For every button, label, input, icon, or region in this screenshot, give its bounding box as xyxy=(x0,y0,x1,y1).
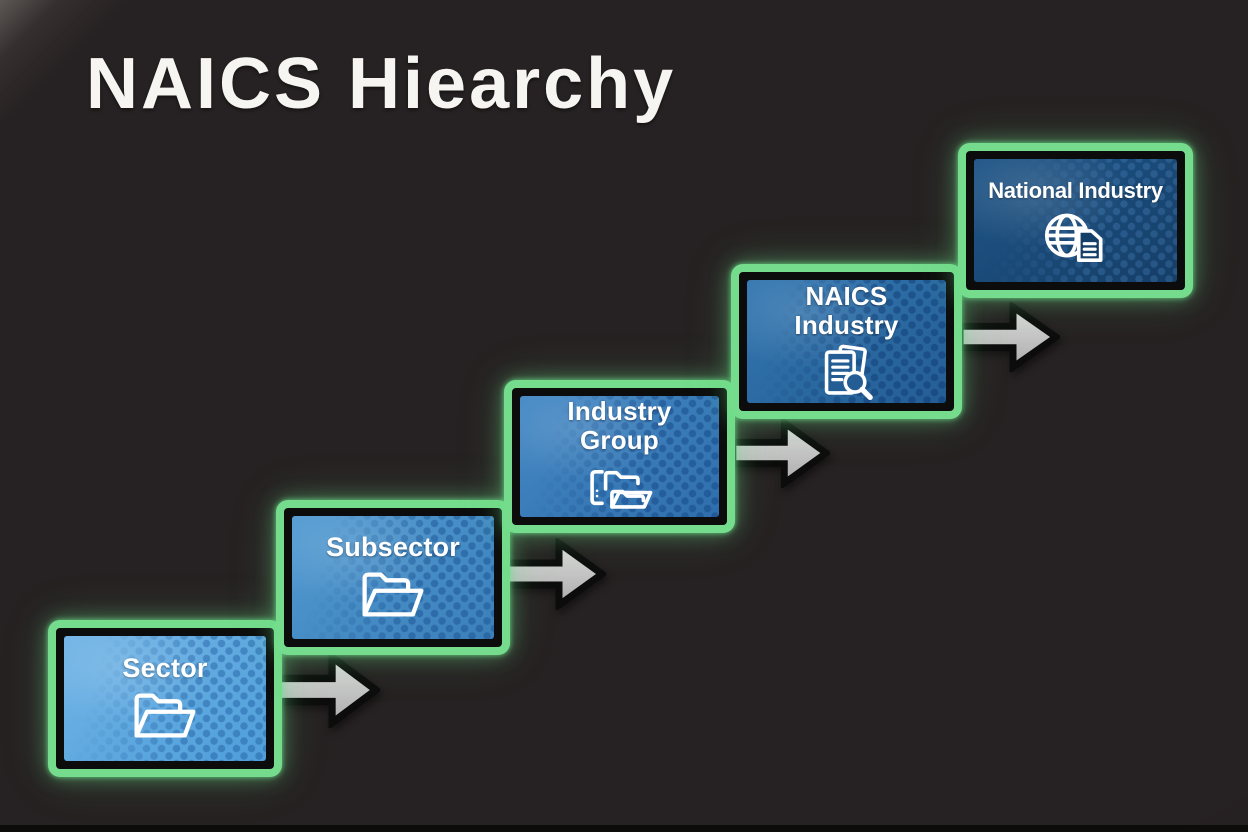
node-sector: Sector xyxy=(48,620,282,777)
node-label: NAICS Industry xyxy=(794,280,899,340)
folders-stack-icon xyxy=(584,460,656,516)
arrow-right-icon xyxy=(956,302,1060,372)
node-surface: Subsector xyxy=(292,516,494,639)
node-surface: Industry Group xyxy=(520,396,719,517)
node-label: Sector xyxy=(122,652,208,683)
node-naics-industry: NAICS Industry xyxy=(731,264,962,419)
arrow-right-icon xyxy=(502,538,606,610)
node-subsector: Subsector xyxy=(276,500,510,655)
node-surface: Sector xyxy=(64,636,266,761)
page-title: NAICS Hiearchy xyxy=(86,44,677,124)
arrow-right-icon xyxy=(274,652,380,728)
node-label: Industry Group xyxy=(567,396,672,455)
globe-doc-icon xyxy=(1042,209,1110,262)
folder-open-icon xyxy=(358,567,428,622)
node-label: Subsector xyxy=(326,531,460,562)
node-surface: National Industry xyxy=(974,159,1177,282)
node-industry-group: Industry Group xyxy=(504,380,735,533)
node-label: National Industry xyxy=(988,178,1163,204)
doc-search-icon xyxy=(815,344,879,401)
bottom-edge xyxy=(0,825,1248,832)
arrow-right-icon xyxy=(729,418,830,488)
folder-open-icon xyxy=(130,688,200,743)
node-surface: NAICS Industry xyxy=(747,280,946,403)
node-national-industry: National Industry xyxy=(958,143,1193,298)
